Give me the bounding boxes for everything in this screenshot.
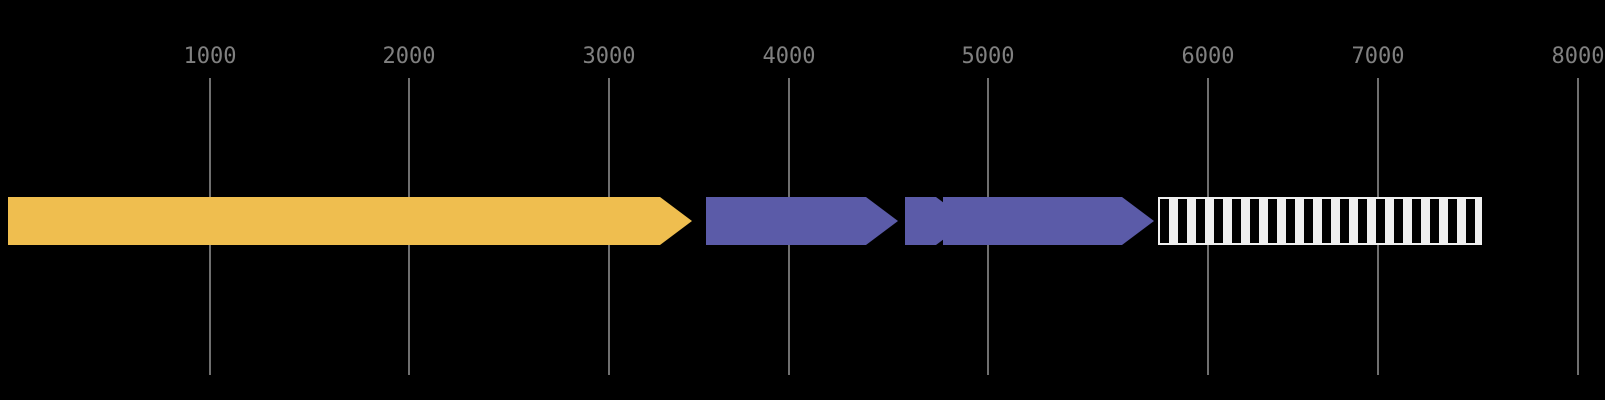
feature-blue-2-shape: [905, 197, 968, 245]
feature-yellow-1[interactable]: [8, 197, 692, 245]
feature-blue-1[interactable]: [706, 197, 898, 245]
axis-tick-label-6000: 6000: [1181, 44, 1235, 69]
feature-blue-2[interactable]: [905, 197, 968, 245]
axis-tick-line-7000: [1377, 78, 1379, 375]
feature-blue-1-shape: [706, 197, 898, 245]
axis-tick-label-4000: 4000: [762, 44, 816, 69]
axis-tick-label-3000: 3000: [582, 44, 636, 69]
axis-tick-label-1000: 1000: [183, 44, 237, 69]
feature-blue-3-shape: [943, 197, 1154, 245]
feature-yellow-1-shape: [8, 197, 692, 245]
axis-tick-label-7000: 7000: [1351, 44, 1405, 69]
axis-tick-line-8000: [1577, 78, 1579, 375]
axis-tick-label-5000: 5000: [961, 44, 1015, 69]
axis-tick-label-8000: 8000: [1551, 44, 1605, 69]
axis-tick-line-6000: [1207, 78, 1209, 375]
axis-tick-label-2000: 2000: [382, 44, 436, 69]
feature-blue-3[interactable]: [943, 197, 1154, 245]
